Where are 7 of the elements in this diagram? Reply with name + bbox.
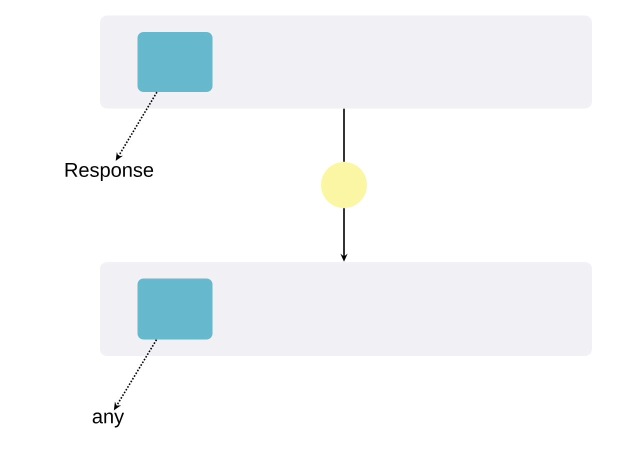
- panel-background: [100, 262, 592, 356]
- text-label: Response: [66, 163, 154, 181]
- circle-marker: [321, 162, 367, 208]
- square-tile: [138, 32, 212, 92]
- text-label: any: [92, 412, 124, 428]
- panel-background: [100, 16, 592, 108]
- square-tile: [138, 278, 212, 340]
